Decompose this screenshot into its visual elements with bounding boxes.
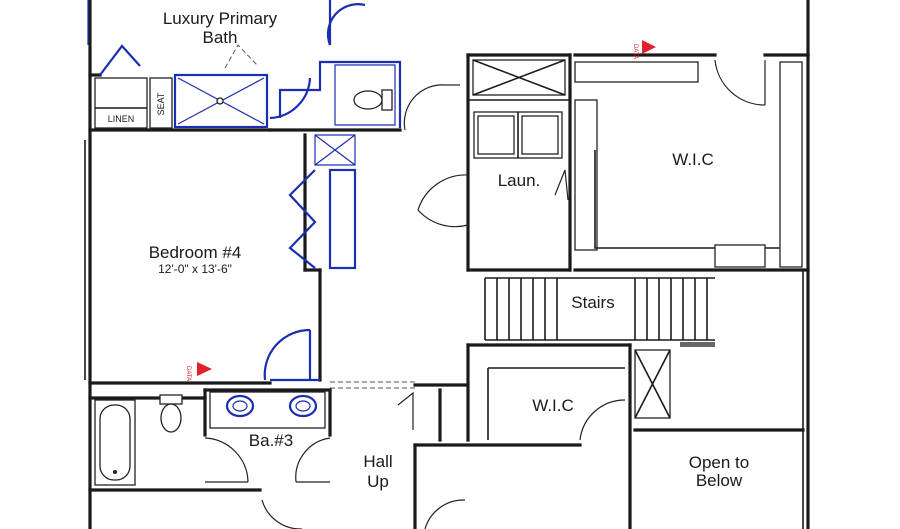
- sink-icon: [288, 394, 318, 418]
- open-below-label-2: Below: [696, 471, 743, 490]
- bedroom-door-arc: [263, 328, 311, 381]
- hall-door: [397, 391, 414, 430]
- wc-walls: [278, 60, 402, 128]
- laundry-door-arc: [417, 174, 469, 211]
- wic-door-arc: [714, 59, 766, 106]
- linen-label: LINEN: [108, 114, 135, 124]
- wic-lower-label: W.I.C: [532, 396, 574, 415]
- toilet-icon: [353, 89, 393, 111]
- bedroom-closet: [328, 168, 357, 270]
- bedroom-4-zone: [88, 133, 415, 389]
- svg-text:DATA: DATA: [185, 366, 191, 381]
- shower: [173, 73, 269, 129]
- bath-door-arc: [204, 437, 249, 483]
- toilet-icon: [159, 394, 183, 433]
- lower-zone: [397, 343, 805, 529]
- bath-door-arc: [326, 3, 366, 46]
- bath-3-zone: [88, 388, 466, 529]
- svg-text:DATA: DATA: [632, 44, 638, 59]
- hall-label: Hall: [363, 452, 392, 471]
- wic-upper-zone: [573, 53, 810, 272]
- primary-bath-zone: [87, 0, 402, 132]
- open-below-label-1: Open to: [689, 453, 750, 472]
- up-label: Up: [367, 472, 389, 491]
- linen-door-swing: [99, 44, 141, 76]
- sink-icon: [225, 394, 255, 418]
- wic-lower-door-arc: [579, 399, 626, 441]
- bedroom-4-size: 12'-0" x 13'-6": [158, 262, 232, 276]
- seat-label: SEAT: [156, 92, 166, 115]
- laundry-label: Laun.: [498, 171, 541, 190]
- primary-bath-label-2: Bath: [203, 28, 238, 47]
- bath-door-arc: [295, 437, 331, 483]
- stairs: [484, 277, 715, 347]
- bathtub-icon: [94, 399, 136, 486]
- exterior-walls: [84, 0, 810, 529]
- shower-seat: [149, 77, 173, 129]
- washer-dryer-icon: [473, 111, 563, 159]
- data-marker: DATA: [632, 40, 656, 59]
- laundry-zone: [403, 53, 572, 272]
- bedroom-4-label: Bedroom #4: [149, 243, 242, 262]
- data-marker: DATA: [185, 362, 212, 381]
- wic-upper-label: W.I.C: [672, 150, 714, 169]
- wc-door-arc: [269, 77, 312, 120]
- bifold-door: [288, 169, 317, 269]
- linen-closet: [94, 77, 148, 129]
- stairs-label: Stairs: [571, 293, 614, 312]
- primary-bath-label-1: Luxury Primary: [163, 9, 278, 28]
- bath-3-label: Ba.#3: [249, 431, 293, 450]
